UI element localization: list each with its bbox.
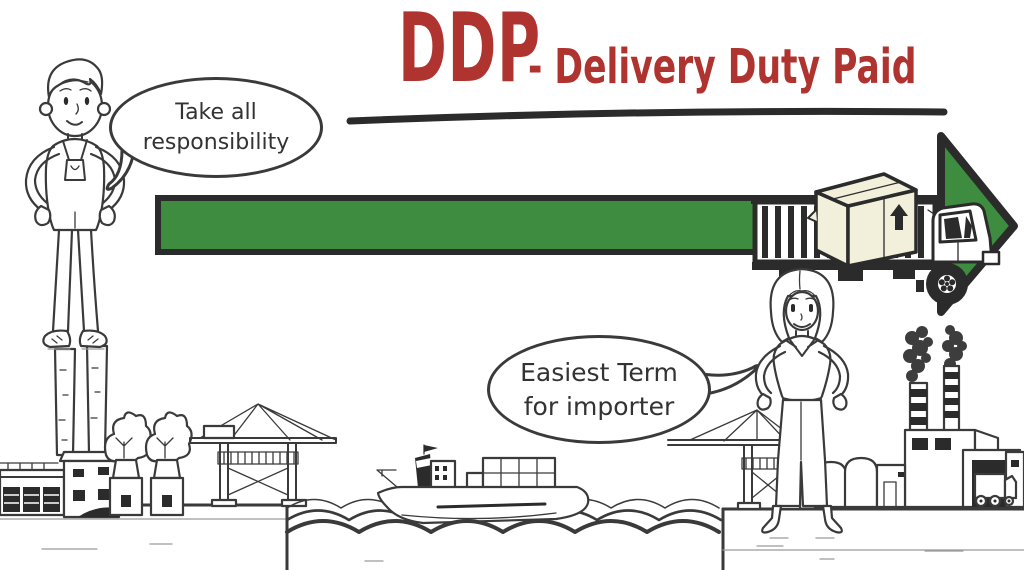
title-underline [346,107,948,125]
cargo-ship-icon [376,444,590,525]
delivery-truck-icon [751,172,1001,305]
speech-tail [105,148,136,191]
bubble-line: Easiest Term [520,357,678,387]
man-in-overalls-figure [24,58,126,350]
bubble-line: for importer [523,391,675,421]
smoke-icon [903,325,967,382]
page-title-acronym: DDP [398,0,541,104]
package-box-icon [807,172,918,268]
garage-truck-icon [973,472,1018,508]
woman-figure [754,267,850,539]
bubble-line: responsibility [142,129,290,155]
importer-speech-bubble: Easiest Term for importer [487,335,711,444]
port-crane-icon [189,403,337,508]
water-front-wave [285,519,721,534]
page-title-text: - Delivery Duty Paid [528,39,917,95]
bubble-line: Take all [175,99,257,125]
tree-icon [144,411,193,517]
tree-icon [103,411,152,517]
importer-factory-icon [813,325,1024,509]
exporter-speech-bubble: Take all responsibility [109,77,323,178]
truck-cab-icon [927,202,1001,266]
factory-chimney-icon [53,344,109,457]
wheel-icon [926,263,968,305]
warehouse-icon [0,462,66,517]
